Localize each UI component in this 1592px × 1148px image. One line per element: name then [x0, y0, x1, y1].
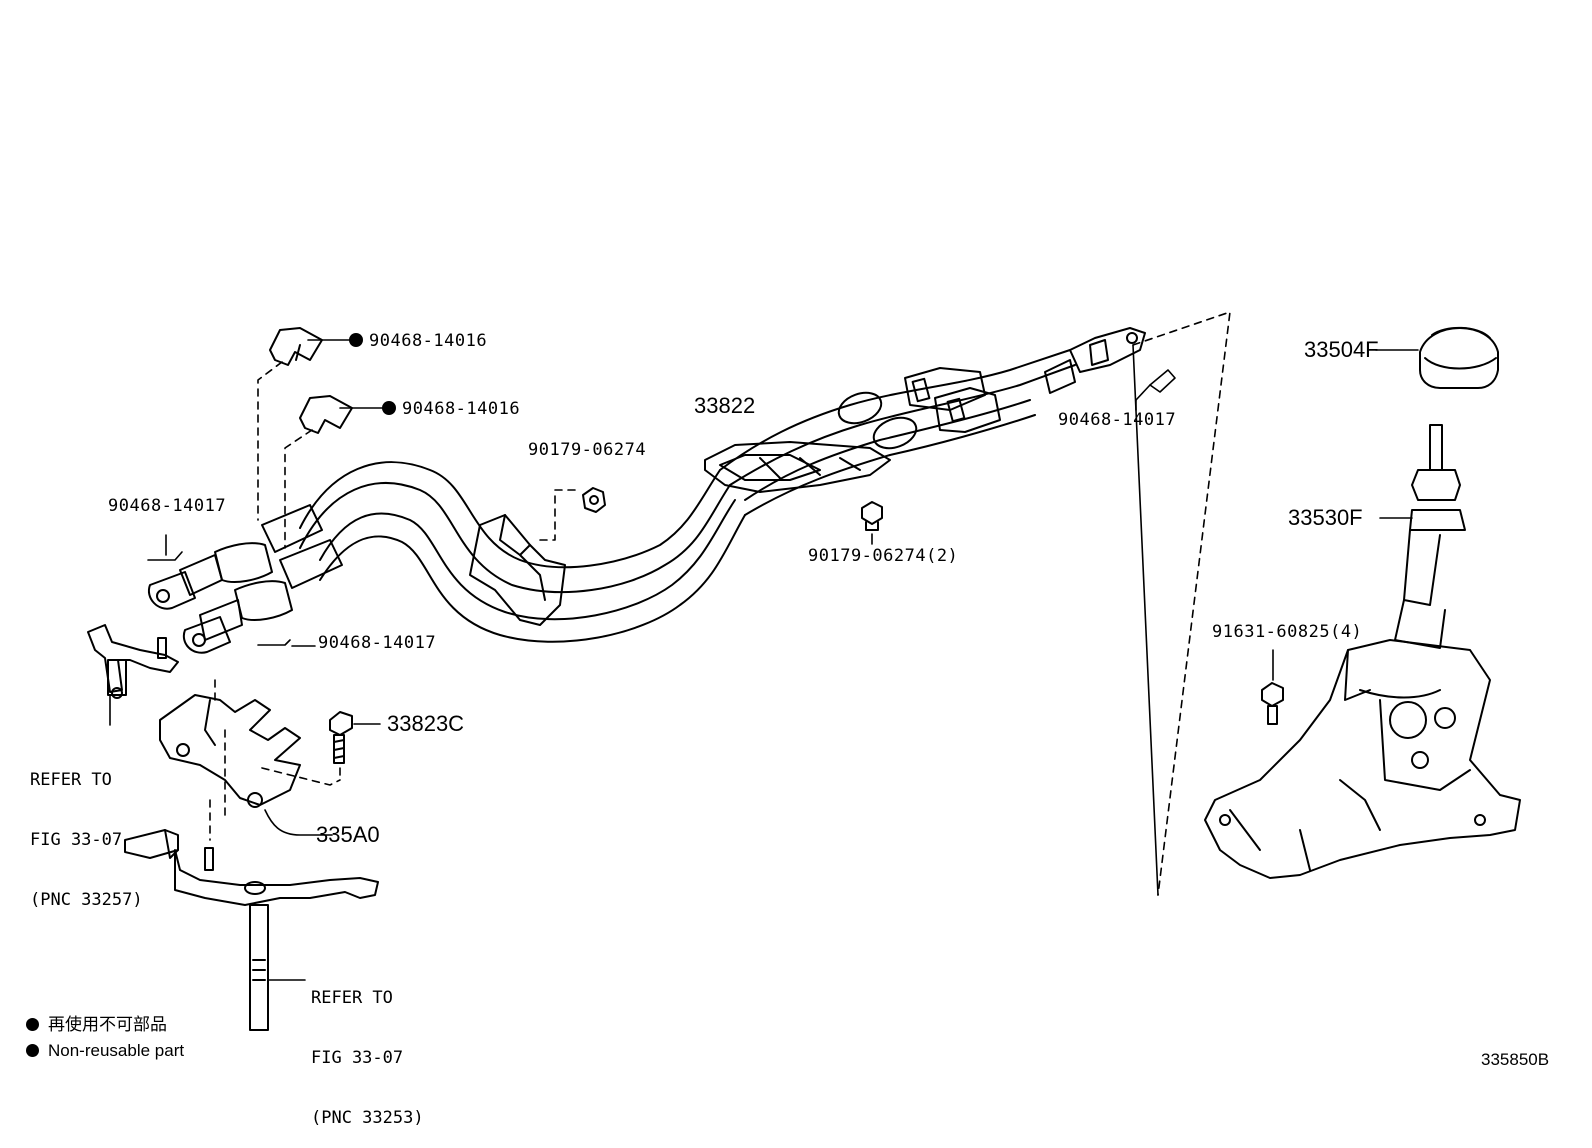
- clip-upper: [269, 327, 323, 366]
- reference-line: REFER TO: [311, 988, 393, 1008]
- label-pin-mid: 90468-14017: [318, 633, 437, 653]
- non-reusable-dot-icon: [382, 401, 396, 415]
- reference-line: (PNC 33257): [30, 890, 143, 910]
- part-number-clip-lower: 90468-14016: [402, 399, 521, 419]
- reference-line: FIG 33-07: [311, 1048, 404, 1068]
- label-nut-lower: 90179-06274(2): [808, 546, 959, 566]
- shift-cable-assembly: [147, 327, 1146, 654]
- clip-lower: [299, 395, 353, 434]
- reference-line: FIG 33-07: [30, 830, 123, 850]
- reference-line: (PNC 33253): [311, 1108, 424, 1128]
- reference-note-upper: REFER TO FIG 33-07 (PNC 33257): [30, 730, 143, 930]
- nut-upper: [582, 487, 606, 513]
- label-bolt-4: 91631-60825(4): [1212, 622, 1363, 642]
- label-clip-upper: 90468-14016: [349, 331, 487, 351]
- label-bolt-33823C: 33823C: [387, 711, 465, 736]
- label-lever: 33530F: [1288, 505, 1363, 530]
- legend-english: Non-reusable part: [26, 1040, 184, 1062]
- reference-note-lower: REFER TO FIG 33-07 (PNC 33253): [311, 948, 424, 1148]
- shift-knob: [1419, 326, 1499, 389]
- label-clip-lower: 90468-14016: [382, 399, 520, 419]
- shift-lever: [1394, 424, 1466, 649]
- part-number-clip-upper: 90468-14016: [369, 331, 488, 351]
- bolt-33823C: [329, 711, 353, 764]
- legend-text-en: Non-reusable part: [48, 1041, 185, 1060]
- non-reusable-dot-icon: [26, 1018, 39, 1031]
- label-cable: 33822: [694, 393, 756, 418]
- label-bracket: 335A0: [316, 822, 380, 847]
- legend-text-jp: 再使用不可部品: [48, 1015, 167, 1034]
- select-lever-plate: [87, 624, 179, 699]
- figure-code: 335850B: [1481, 1050, 1550, 1069]
- label-pin-right: 90468-14017: [1058, 410, 1177, 430]
- shifter-base: [1204, 639, 1521, 879]
- nut-lower: [861, 501, 883, 531]
- label-knob: 33504F: [1304, 337, 1379, 362]
- shifter-enclosure: [1132, 311, 1231, 896]
- bracket-335A0: [159, 694, 301, 808]
- non-reusable-dot-icon: [349, 333, 363, 347]
- bolt-91631: [1261, 682, 1284, 725]
- parts-diagram: 90468-14016 90468-14016 90468-14017 9046…: [26, 311, 1550, 1128]
- non-reusable-dot-icon: [26, 1044, 39, 1057]
- label-nut-upper: 90179-06274: [528, 440, 647, 460]
- reference-line: REFER TO: [30, 770, 112, 790]
- shift-lever-plate-lower: [124, 829, 379, 1031]
- label-pin-left: 90468-14017: [108, 496, 227, 516]
- legend-japanese: 再使用不可部品: [26, 1014, 167, 1036]
- diagram-drawing: [87, 311, 1521, 1031]
